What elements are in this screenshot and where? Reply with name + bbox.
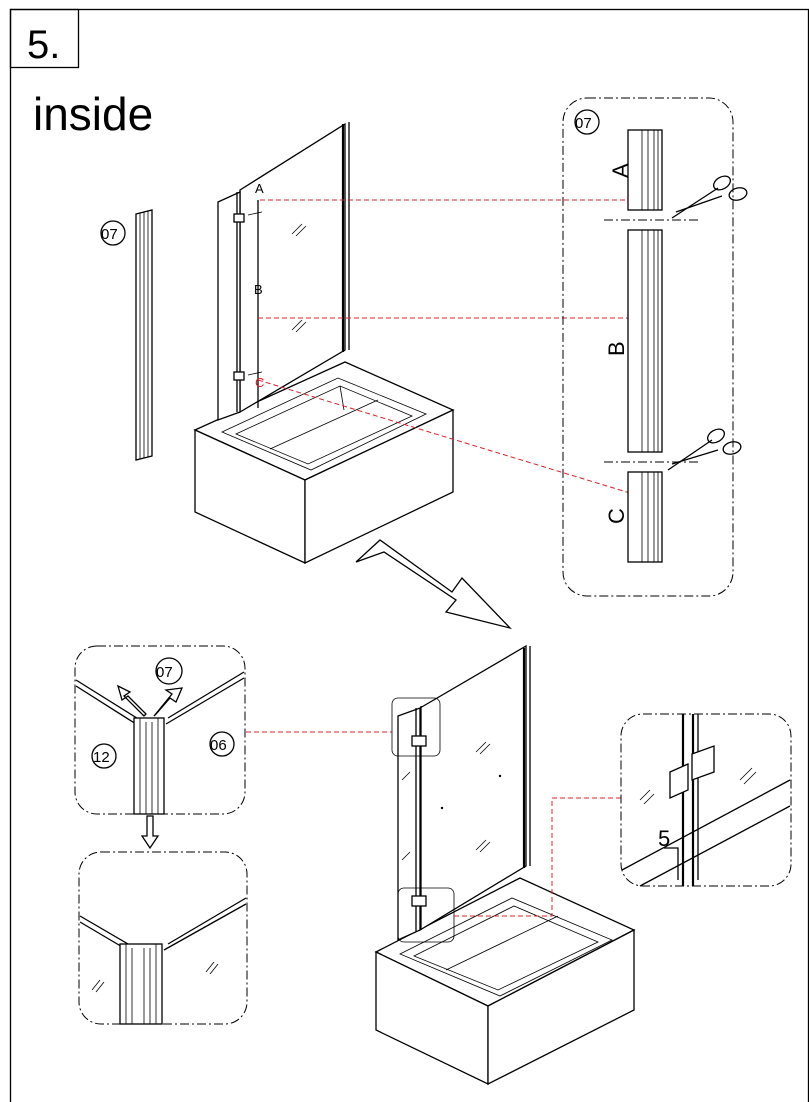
cut-label-c: C bbox=[255, 375, 264, 390]
cut-label-a: A bbox=[255, 181, 264, 196]
profile-part-label: 07 bbox=[101, 226, 118, 243]
segment-label-a: A bbox=[608, 163, 633, 178]
profile-segment-c: C bbox=[604, 471, 663, 563]
profile-segment-a: A bbox=[608, 129, 663, 211]
scissors-icon bbox=[671, 175, 748, 219]
cut-label-b: B bbox=[254, 282, 263, 297]
down-arrow bbox=[140, 815, 160, 850]
detail-insert-part-label: 07 bbox=[156, 664, 173, 681]
step-number: 5. bbox=[27, 23, 60, 67]
scissors-icon bbox=[667, 428, 742, 471]
corner-detail-fitted bbox=[78, 851, 248, 1025]
cutting-detail-panel: 07 A B C bbox=[562, 97, 748, 597]
screw-count-label: 5 bbox=[658, 826, 670, 851]
shower-screen-bottom bbox=[391, 644, 531, 943]
wall-part-label: 12 bbox=[93, 749, 110, 766]
segment-label-c: C bbox=[604, 508, 629, 524]
corner-detail-insert: 07 12 06 bbox=[74, 645, 246, 815]
bathtub-top bbox=[193, 361, 455, 565]
detail-part-label: 07 bbox=[575, 115, 592, 132]
profile-segment-b: B bbox=[604, 229, 663, 453]
segment-label-b: B bbox=[604, 341, 629, 356]
bathtub-bottom bbox=[374, 877, 636, 1086]
shower-screen-top: A B C bbox=[217, 122, 350, 421]
hinge-detail-panel: 5 bbox=[620, 713, 792, 887]
glass-part-label: 06 bbox=[210, 737, 227, 754]
next-step-arrow bbox=[355, 539, 513, 630]
step-badge: 5. bbox=[9, 8, 80, 69]
cut-reference-lines bbox=[257, 199, 640, 494]
step-title: inside bbox=[33, 88, 153, 140]
profile-07-loose: 07 bbox=[100, 209, 153, 461]
